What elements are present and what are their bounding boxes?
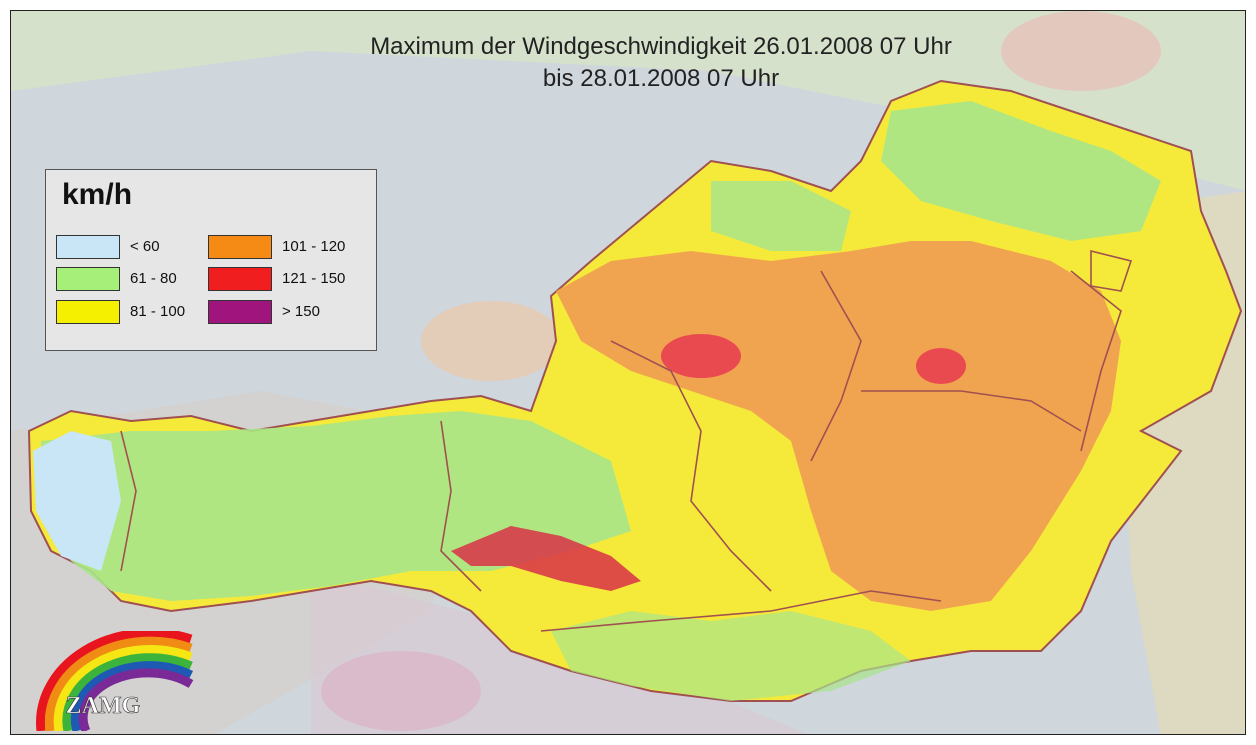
zamg-logo: ZAMG <box>36 631 194 731</box>
legend: km/h < 60 61 - 80 81 - 100 101 - 120 121… <box>45 169 377 351</box>
wind-speed-map <box>11 11 1245 734</box>
legend-swatch <box>208 235 272 259</box>
map-frame: Maximum der Windgeschwindigkeit 26.01.20… <box>10 10 1246 735</box>
legend-swatch <box>208 267 272 291</box>
legend-label: > 150 <box>282 303 320 320</box>
legend-label: 101 - 120 <box>282 238 346 255</box>
legend-label: 81 - 100 <box>130 303 186 320</box>
legend-label: 121 - 150 <box>282 270 346 287</box>
title-line-1: Maximum der Windgeschwindigkeit 26.01.20… <box>370 33 952 60</box>
map-title: Maximum der Windgeschwindigkeit 26.01.20… <box>11 31 1245 95</box>
logo-text: ZAMG <box>66 693 141 719</box>
legend-label: 61 - 80 <box>130 270 177 287</box>
legend-swatch <box>208 300 272 324</box>
legend-swatch <box>56 267 120 291</box>
legend-swatch <box>56 300 120 324</box>
legend-label: < 60 <box>130 238 160 255</box>
legend-swatch <box>56 235 120 259</box>
title-line-2: bis 28.01.2008 07 Uhr <box>542 65 780 92</box>
legend-unit: km/h <box>62 178 133 211</box>
